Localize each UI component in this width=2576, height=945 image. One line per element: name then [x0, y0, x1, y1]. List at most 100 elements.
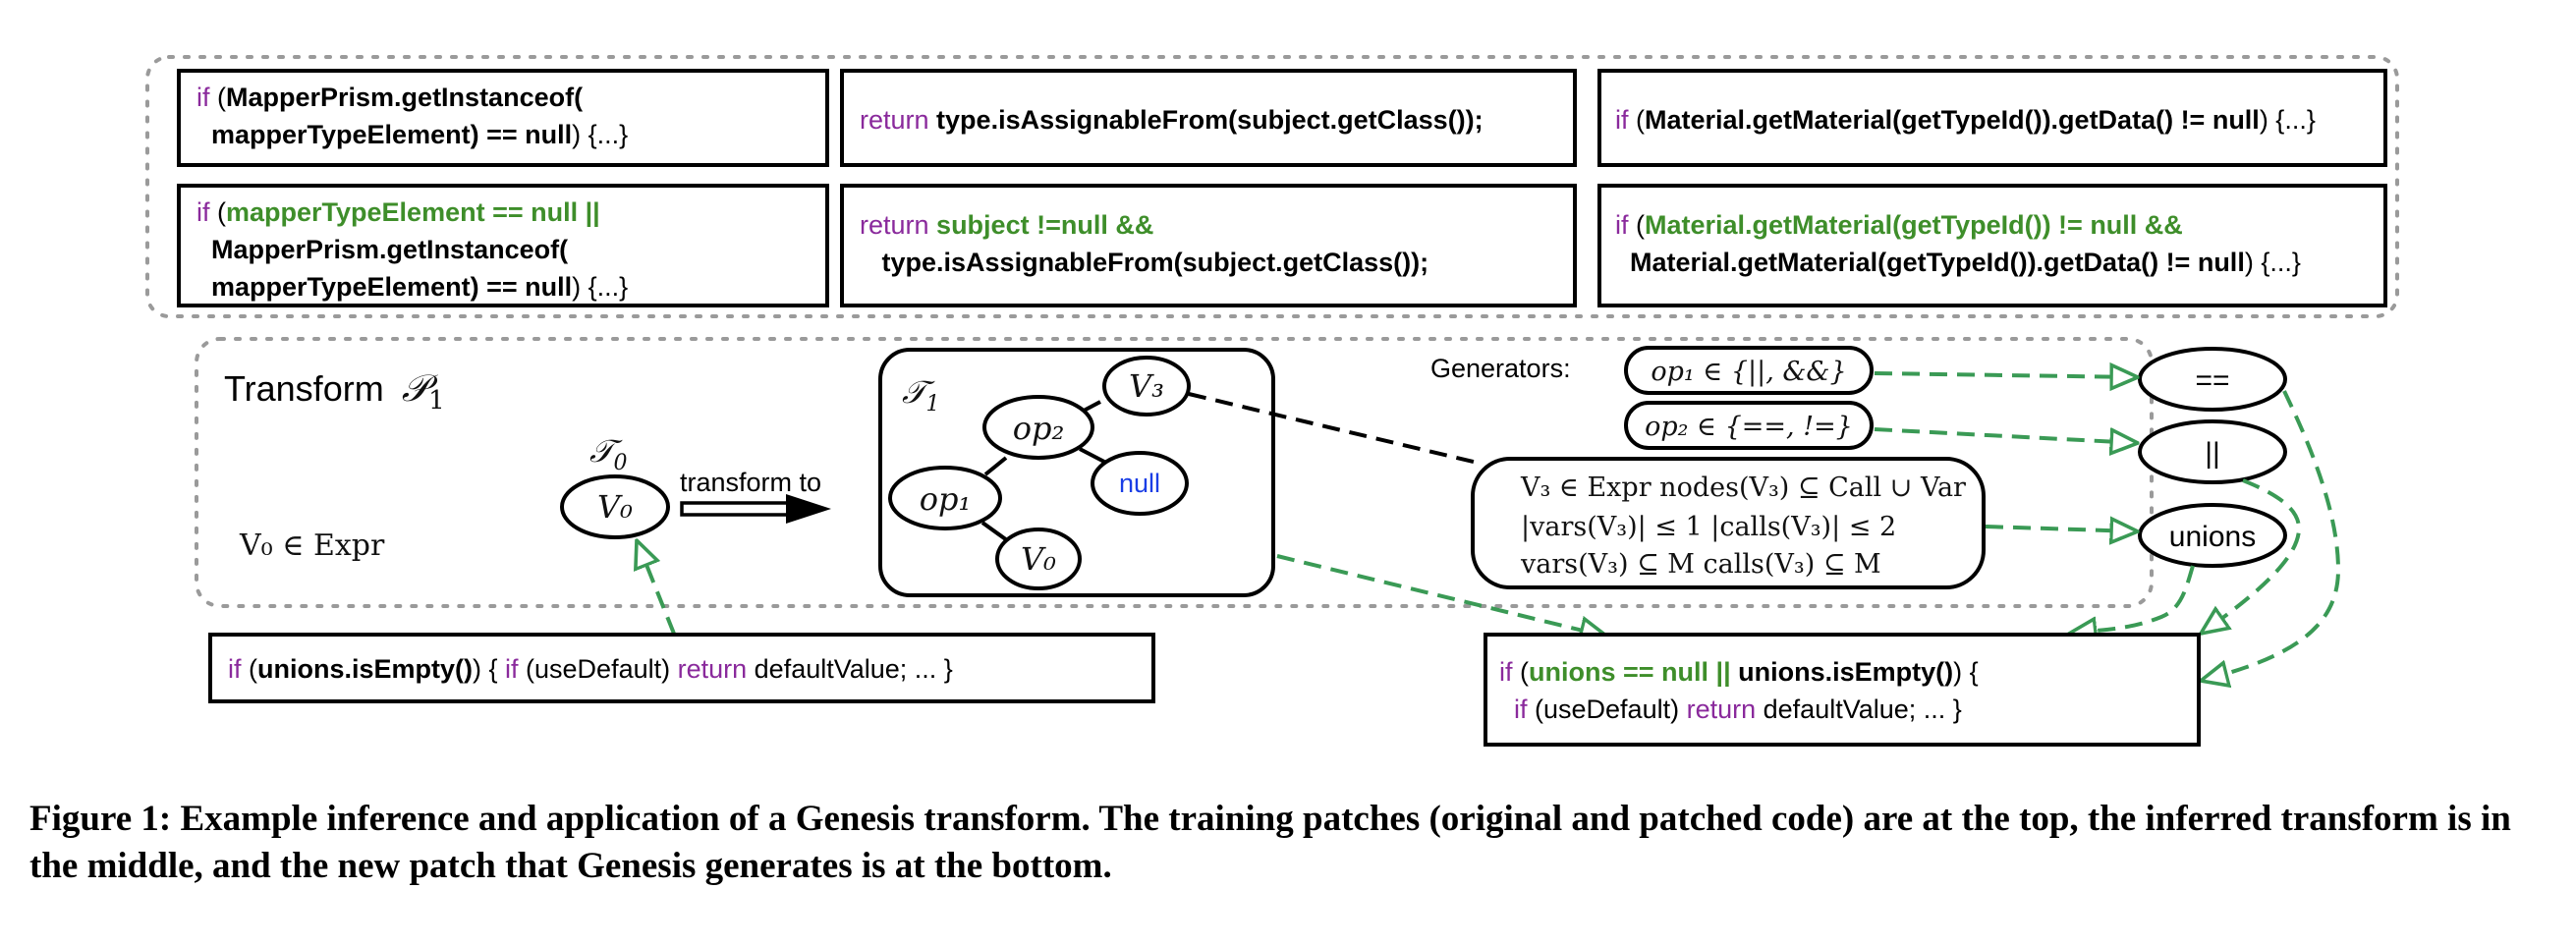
code-run: ) {...} — [2260, 105, 2316, 135]
code-run: (useDefault) — [1528, 695, 1687, 724]
code-text: return type.isAssignableFrom(subject.get… — [860, 105, 1484, 135]
training-patches-container — [145, 55, 2399, 318]
code-run: ( — [1629, 210, 1646, 240]
generators-label: Generators: — [1430, 354, 1571, 383]
code-text: return subject !=null && type.isAssignab… — [860, 210, 1428, 277]
svg-text:V₀: V₀ — [597, 488, 633, 526]
t1-tree-edges — [980, 400, 1105, 542]
code-run: Material.getMaterial(getTypeId()) != nul… — [1645, 210, 2183, 240]
t1-node-v0: V₀ — [995, 528, 1082, 590]
edge-or-to-patch — [2201, 478, 2302, 634]
svg-text:vars(V₃) ⊆ M calls(V₃) ⊆ M: vars(V₃) ⊆ M calls(V₃) ⊆ M — [1520, 549, 1881, 580]
code-run: unions == null || — [1529, 657, 1731, 687]
code-run: defaultValue; ... } — [747, 654, 953, 684]
code-run: if — [228, 654, 242, 684]
code-run: Material.getMaterial(getTypeId()).getDat… — [1645, 105, 2260, 135]
code-run: ( — [1513, 657, 1530, 687]
code-run: unions.isEmpty() — [1731, 657, 1954, 687]
code-run: type.isAssignableFrom(subject.getClass()… — [860, 248, 1428, 277]
code-run: unions.isEmpty() — [257, 654, 473, 684]
code-text: if (Material.getMaterial(getTypeId()) !=… — [1615, 210, 2301, 277]
svg-text:V₃: V₃ — [1129, 367, 1164, 405]
code-run: if — [1514, 695, 1528, 724]
code-run: return — [1687, 695, 1757, 724]
transform-title: Transform 𝒫1 — [224, 366, 445, 416]
code-text: if (Material.getMaterial(getTypeId()).ge… — [1615, 105, 2316, 135]
training-patch-2-original: return type.isAssignableFrom(subject.get… — [840, 69, 1577, 167]
code-run: ) { — [1953, 657, 1979, 687]
edge-eq-to-patch — [2201, 390, 2341, 681]
code-run — [1499, 695, 1514, 724]
t1-node-v3: V₃ — [1102, 356, 1191, 417]
result-node-eq: == — [2138, 347, 2287, 412]
code-run: if — [196, 83, 210, 112]
edge-op2-to-or — [1874, 429, 2138, 443]
code-text: if (mapperTypeElement == null || MapperP… — [196, 197, 628, 302]
code-run: return — [678, 654, 748, 684]
code-run: subject !=null && — [929, 210, 1154, 240]
code-run: ) {...} — [2245, 248, 2301, 277]
edge-op1-to-eq — [1874, 373, 2138, 377]
t1-node-op2: op₂ — [982, 395, 1094, 460]
code-run: defaultValue; ... } — [1756, 695, 1962, 724]
code-run: if — [1615, 210, 1629, 240]
t0-node-v0: V₀ — [560, 474, 670, 539]
t1-node-op1: op₁ — [888, 466, 1002, 530]
code-run: ( — [210, 197, 227, 227]
training-patch-2-patched: return subject !=null && type.isAssignab… — [840, 184, 1577, 307]
svg-text:V₀: V₀ — [1021, 540, 1056, 578]
generator-op2: op₂ ∈ {==, !=} — [1624, 401, 1874, 450]
code-text: if (unions == null || unions.isEmpty()) … — [1499, 657, 1979, 724]
code-run: ) { — [473, 654, 505, 684]
v3-constraints-box: V₃ ∈ Expr nodes(V₃) ⊆ Call ∪ Var |vars(V… — [1471, 457, 1986, 589]
svg-text:|vars(V₃)| ≤ 1 |calls(V₃)|: |vars(V₃)| ≤ 1 |calls(V₃)| ≤ 2 — [1521, 512, 1896, 542]
code-run: mapperTypeElement) == null — [196, 120, 572, 149]
edge-unions-to-patch — [2069, 565, 2195, 634]
training-patch-3-patched: if (Material.getMaterial(getTypeId()) !=… — [1597, 184, 2387, 307]
svg-text:||: || — [2205, 437, 2220, 470]
t1-node-null: null — [1091, 451, 1189, 516]
v3-constraint-link — [1188, 392, 1483, 466]
code-run: if — [196, 197, 210, 227]
training-patch-1-patched: if (mapperTypeElement == null || MapperP… — [177, 184, 829, 307]
figure-caption: Figure 1: Example inference and applicat… — [29, 799, 2511, 886]
svg-text:null: null — [1119, 469, 1160, 498]
t1-box — [878, 348, 1275, 597]
code-run: mapperTypeElement) == null — [196, 272, 572, 302]
code-run: MapperPrism.getInstanceof( — [226, 83, 583, 112]
edge-constraints-to-unions — [1985, 527, 2138, 531]
svg-text:V₃ ∈ Expr nodes(V₃) ⊆ Call ∪: V₃ ∈ Expr nodes(V₃) ⊆ Call ∪ Var — [1520, 472, 1966, 503]
t0-label: 𝒯0 — [589, 432, 628, 475]
code-text: if (unions.isEmpty()) { if (useDefault) … — [228, 654, 953, 684]
training-patch-1-original: if (MapperPrism.getInstanceof( mapperTyp… — [177, 69, 829, 167]
mapping-edges — [637, 373, 2341, 681]
code-run: type.isAssignableFrom(subject.getClass()… — [929, 105, 1484, 135]
code-run: return — [860, 105, 929, 135]
edge-t1-to-patch — [1276, 554, 1607, 637]
code-run: if — [1499, 657, 1513, 687]
transform-to-label: transform to — [680, 468, 821, 497]
edge-patch-to-v0 — [637, 540, 676, 635]
code-run: return — [860, 210, 929, 240]
code-run: ) {...} — [572, 272, 628, 302]
code-text: if (MapperPrism.getInstanceof( mapperTyp… — [196, 83, 628, 149]
code-run: ( — [1629, 105, 1646, 135]
code-run: ( — [242, 654, 258, 684]
training-patch-3-original: if (Material.getMaterial(getTypeId()).ge… — [1597, 69, 2387, 167]
generator-op1: op₁ ∈ {||, &&} — [1624, 346, 1874, 395]
svg-text:op₁: op₁ — [920, 480, 972, 518]
code-run: if — [1615, 105, 1629, 135]
result-node-unions: unions — [2138, 503, 2287, 568]
svg-text:unions: unions — [2169, 521, 2256, 553]
svg-text:op₁ ∈ {||, &&}: op₁ ∈ {||, &&} — [1651, 357, 1846, 387]
code-run: mapperTypeElement == null || — [226, 197, 600, 227]
svg-text:op₂ ∈ {==, !=}: op₂ ∈ {==, !=} — [1645, 412, 1853, 442]
svg-text:==: == — [2195, 364, 2229, 397]
code-run: if — [505, 654, 519, 684]
code-run: ( — [210, 83, 227, 112]
result-node-or: || — [2138, 419, 2287, 484]
code-run: MapperPrism.getInstanceof( — [196, 235, 568, 264]
v0-constraint: V₀ ∈ Expr — [239, 528, 385, 563]
application-patched: if (unions == null || unions.isEmpty()) … — [1484, 633, 2201, 747]
